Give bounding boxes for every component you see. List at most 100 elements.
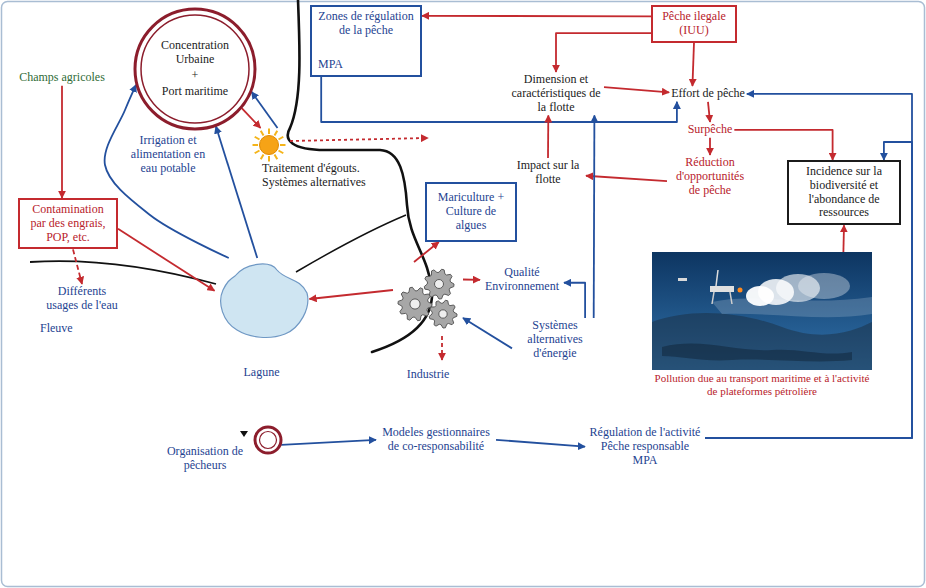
river-line: [30, 261, 216, 284]
node-label: Modeles gestionnaires de co-responsabili…: [378, 426, 494, 454]
node-label: Contamination par des engrais, POP, etc.: [24, 203, 112, 244]
node-label: +: [149, 69, 241, 83]
text-node: Modeles gestionnaires de co-responsabili…: [376, 425, 496, 455]
process-box: Mariculture + Culture de algues: [425, 182, 517, 242]
platform-leg: [730, 292, 732, 304]
flow-arrow: [604, 87, 669, 92]
sun-ray: [255, 137, 260, 140]
node-label: Port maritime: [149, 85, 241, 99]
process-box: Incidence sur la biodiversité et l'abond…: [787, 160, 901, 225]
text-node: Différents usages de l'eau: [40, 284, 124, 314]
text-node: Systèmes alternatives d'énergie: [512, 318, 598, 361]
flow-arrow: [118, 229, 215, 291]
city-port-circle: Concentration Urbaine + Port maritime: [133, 7, 257, 131]
sun-symbol-graphic: [252, 128, 286, 162]
fishers-ring: Organisation de pêcheurs: [253, 425, 283, 455]
flow-arrow: [556, 33, 651, 72]
sea: [652, 252, 872, 370]
river-label: Fleuve: [40, 322, 73, 336]
flow-arrow: [463, 279, 480, 281]
node-label: Pollution due au transport maritime et à…: [652, 372, 872, 397]
edge-label: Irrigation et alimentation en eau potabl…: [128, 134, 208, 175]
oil-slick: [662, 344, 852, 362]
node-label: Dimension et caractéristiques de la flot…: [510, 73, 602, 114]
derrick: [716, 270, 718, 286]
industry-gears-graphic: [393, 262, 463, 332]
sun-ray: [275, 155, 278, 160]
marker-triangle: [240, 431, 248, 437]
industry-discharge-arrow: [441, 336, 443, 360]
flow-arrow: [310, 290, 394, 299]
gear: [429, 300, 457, 328]
outer-ring: [135, 9, 255, 129]
sun-ray: [279, 151, 284, 154]
inner-ring: [141, 15, 249, 123]
flow-arrow: [242, 108, 261, 128]
node-label: Organisation de pêcheurs: [161, 445, 249, 473]
text-node: Dimension et caractéristiques de la flot…: [508, 72, 604, 115]
lagoon-outlet: [296, 215, 406, 272]
sun-ray: [280, 144, 286, 146]
flare: [738, 288, 743, 293]
node-label: Industrie: [395, 368, 461, 382]
node-label: Lagune: [232, 366, 292, 380]
flow-arrow: [547, 115, 549, 158]
platform-deck: [710, 286, 734, 292]
text-node: Surpêche: [686, 122, 735, 138]
boat: [678, 278, 687, 281]
text-node: Régulation de l'activité Pêche responsab…: [585, 425, 705, 468]
sun-disc: [260, 136, 279, 155]
node-label: Mariculture + Culture de algues: [431, 191, 511, 232]
node-label: Réduction d'opportunités de pêche: [669, 156, 751, 197]
flow-arrow: [708, 102, 710, 122]
node-label: Régulation de l'activité Pêche responsab…: [587, 426, 703, 467]
node-label: Impact sur la flotte: [512, 159, 584, 187]
lagoon-shape: Lagune: [215, 258, 310, 340]
flow-arrow: [709, 138, 711, 155]
flow-arrow: [414, 242, 439, 262]
flow-arrow: [61, 86, 63, 198]
smoke-plume: [798, 273, 850, 299]
text-node: Réduction d'opportunités de pêche: [667, 155, 753, 198]
node-label: Zones de régulation de la pêche: [316, 10, 416, 38]
flow-arrow: [734, 130, 832, 160]
inner-ring: [260, 432, 277, 449]
node-label: Effort de pêche: [671, 87, 745, 101]
pollution-photo: Pollution due au transport maritime et à…: [652, 252, 872, 397]
gear: [398, 287, 432, 321]
sun-ray: [255, 151, 260, 154]
lagoon-shape-graphic: [215, 258, 310, 340]
flow-arrow: [252, 92, 278, 128]
sun-ray: [279, 137, 284, 140]
gear-hub: [435, 280, 444, 289]
flow-arrow: [564, 283, 585, 318]
fishers-ring-graphic: [253, 425, 283, 455]
sun-ray: [261, 155, 264, 160]
flow-arrow: [216, 126, 257, 258]
flow-arrow: [692, 43, 694, 86]
sewage-discharge-arrow: [290, 138, 428, 141]
industry-gears: Industrie: [393, 262, 463, 332]
outer-ring: [255, 427, 281, 453]
sun-symbol: Traitement d'égouts. Systèmes alternativ…: [252, 128, 286, 162]
sun-ray: [275, 131, 278, 136]
flow-arrow: [586, 176, 667, 181]
flow-arrow: [843, 225, 845, 252]
process-box: Contamination par des engrais, POP, etc.: [18, 198, 118, 249]
flow-arrow: [593, 115, 596, 318]
node-label: Différents usages de l'eau: [42, 285, 122, 313]
lagoon-water: [220, 264, 307, 337]
flow-arrow: [496, 440, 585, 447]
node-label: Concentration Urbaine: [149, 39, 241, 67]
flow-arrow: [281, 440, 376, 445]
node-label: Incidence sur la biodiversité et l'abond…: [793, 165, 895, 220]
node-label: Traitement d'égouts. Systèmes alternativ…: [262, 162, 380, 190]
flow-arrow: [463, 318, 512, 348]
sun-ray: [268, 156, 270, 162]
process-box: Pêche ilegale (IUU): [651, 5, 737, 43]
gear-hub: [439, 310, 447, 318]
text-node: Qualité Environnement: [480, 265, 564, 295]
text-node: Champs agricoles: [17, 70, 107, 86]
sun-ray: [253, 144, 259, 146]
node-label: Champs agricoles: [19, 71, 105, 85]
